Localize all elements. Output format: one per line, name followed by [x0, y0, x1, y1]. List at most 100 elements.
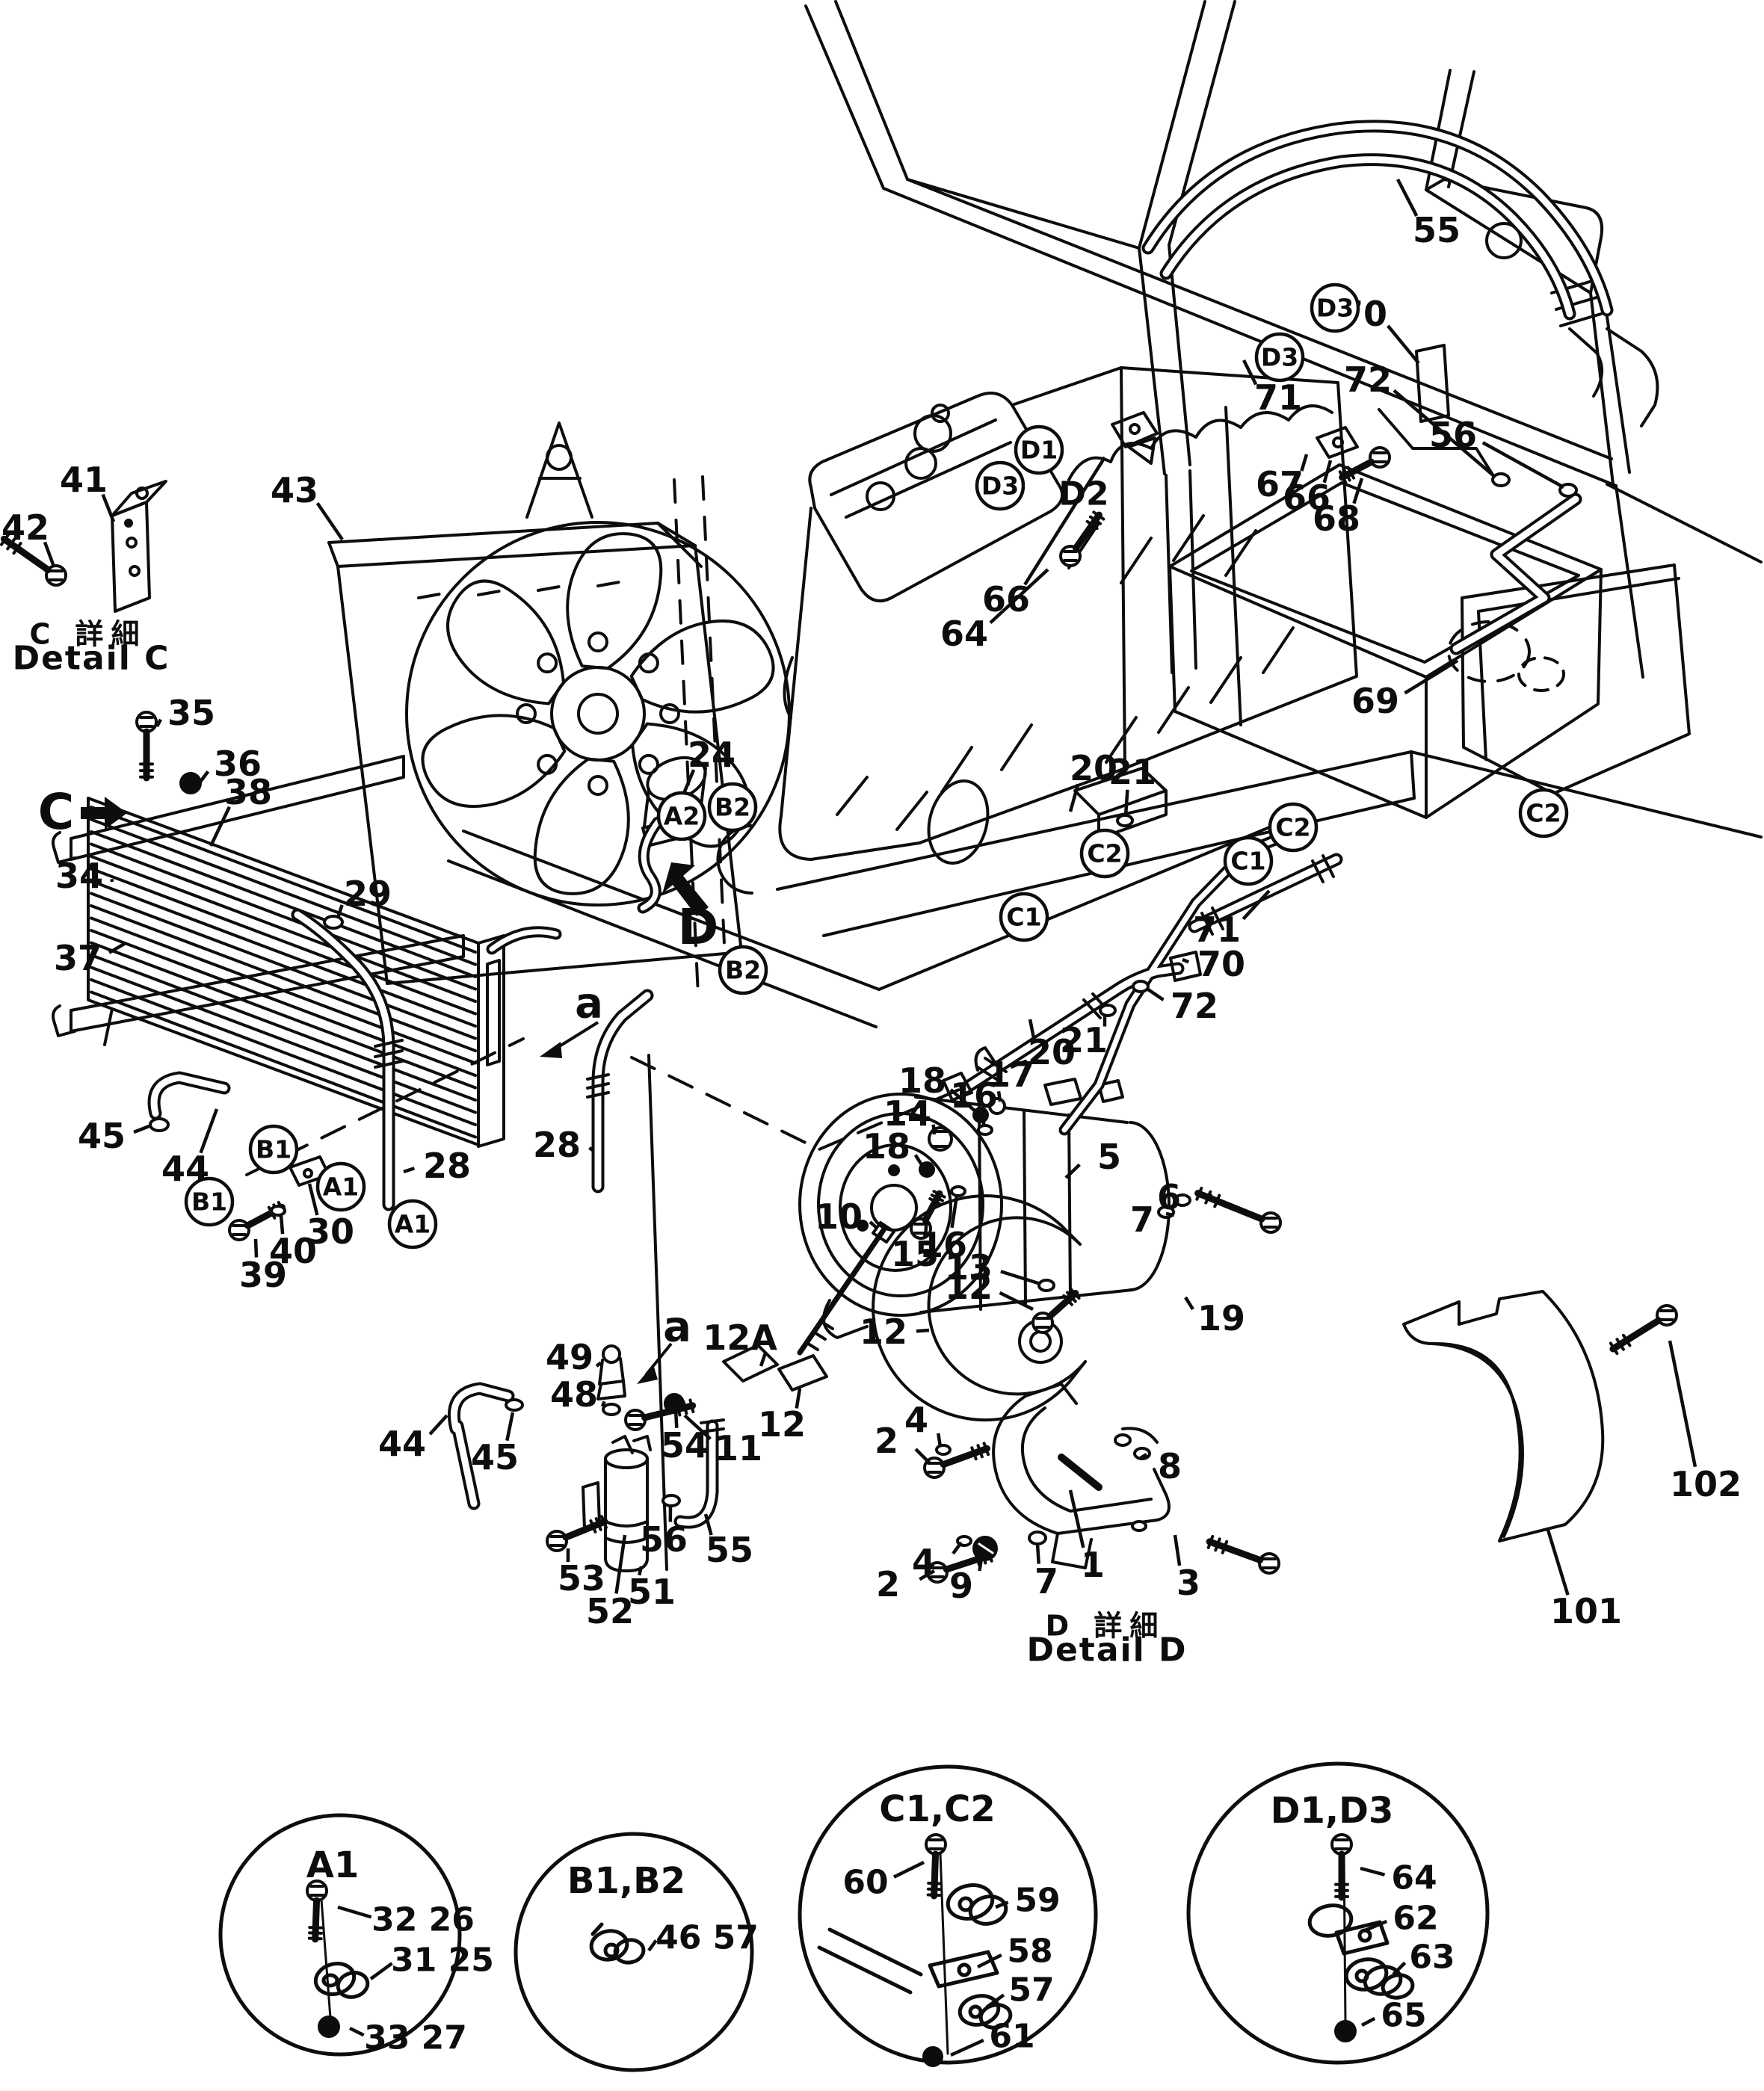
callout-leader-2	[919, 1569, 936, 1581]
position-marker-D3-15: D3	[975, 460, 1026, 511]
bolt-icon	[925, 1833, 947, 1900]
callout-leader-12A	[759, 1351, 768, 1367]
callout-leader-13	[1000, 1270, 1041, 1286]
callout-leader-8	[1139, 1453, 1148, 1460]
callout-leader-21	[1123, 789, 1129, 817]
frame-rails	[245, 750, 1763, 1571]
part-callout-5-45: 5	[1097, 1137, 1121, 1177]
part-callout-66-73: 66	[982, 579, 1030, 620]
detail-leader-32 26	[337, 1905, 372, 1919]
detail-view-title-C1,C2: C1,C2	[879, 1788, 995, 1830]
o-ring-icon	[950, 1185, 966, 1197]
o-ring-icon	[1131, 1520, 1147, 1532]
mount-bracket-1	[992, 1383, 1171, 1569]
part-callout-45-9: 45	[78, 1116, 126, 1156]
o-ring-icon	[323, 915, 344, 930]
callout-leader-48	[600, 1400, 606, 1407]
detail-callout-33 27-0-2: 33 27	[364, 2019, 467, 2057]
detail-callout-32 26-0-0: 32 26	[371, 1900, 475, 1939]
nut-icon	[1334, 2020, 1357, 2042]
callout-leader-19	[1184, 1296, 1194, 1311]
battery-box	[1168, 426, 1603, 819]
cap-icon	[988, 1097, 1006, 1115]
position-marker-C1-7: C1	[999, 892, 1049, 942]
part-callout-7-47: 7	[1130, 1199, 1154, 1240]
bolt-icon	[1031, 1288, 1081, 1334]
part-callout-51-24: 51	[628, 1572, 676, 1612]
detail-leader-65	[1360, 2016, 1376, 2027]
part-callout-35-3: 35	[167, 693, 215, 733]
position-marker-C2-11: C2	[1518, 788, 1569, 838]
part-callout-43-2: 43	[271, 470, 318, 510]
callout-leader-101	[1545, 1527, 1570, 1596]
detail-view-ring-C1,C2	[798, 1764, 1098, 2065]
part-callout-39-13: 39	[239, 1255, 287, 1295]
part-callout-42-1: 42	[1, 507, 49, 548]
callout-leader-35	[155, 718, 163, 728]
part-callout-56-20: 56	[640, 1519, 688, 1560]
part-callout-56-67: 56	[1429, 415, 1477, 455]
position-marker-ring	[1310, 282, 1360, 333]
detail-view-title-B1,B2: B1,B2	[567, 1860, 685, 1902]
o-ring-icon	[1491, 472, 1511, 487]
position-marker-text: B2	[715, 793, 750, 822]
bracket-d3-mid	[1111, 411, 1159, 465]
part-callout-12A-28: 12A	[703, 1318, 777, 1358]
detail-leader-59	[995, 1900, 1009, 1909]
callout-leader-4	[937, 1433, 943, 1448]
callout-leader-55	[703, 1513, 713, 1536]
o-ring-icon	[1037, 1279, 1055, 1292]
part-callout-69-71: 69	[1351, 681, 1399, 721]
position-marker-text: D3	[1261, 343, 1298, 372]
callout-leader-16	[950, 1195, 959, 1229]
part-callout-12-33: 12	[945, 1267, 993, 1307]
callout-leader-11	[683, 1414, 712, 1441]
callout-leader-44	[199, 1108, 219, 1154]
nut-icon	[919, 1161, 935, 1178]
part-callout-41-0: 41	[60, 460, 108, 500]
part-callout-13-32: 13	[945, 1247, 993, 1288]
callout-leader-68	[1352, 478, 1364, 504]
view-c-arrow	[81, 797, 127, 830]
position-marker-D1-14: D1	[1014, 424, 1064, 475]
bolt-icon	[1059, 510, 1105, 567]
detail-view-ring-A1	[218, 1813, 462, 2057]
bolt-icon	[923, 1442, 990, 1479]
detail-callout-57-2-3: 57	[1008, 1971, 1054, 2009]
part-callout-8-56: 8	[1158, 1446, 1182, 1486]
part-callout-45-26: 45	[471, 1437, 519, 1477]
position-marker-ring	[184, 1176, 235, 1227]
position-marker-A1-2: A1	[315, 1161, 366, 1212]
part-callout-16-35: 16	[919, 1225, 967, 1265]
part-callout-28-15: 28	[533, 1125, 581, 1165]
callout-leader-4	[952, 1541, 963, 1555]
position-marker-text: D3	[981, 472, 1019, 501]
o-ring-icon	[1132, 980, 1150, 993]
bolt-icon	[1206, 1534, 1280, 1575]
receiver-drier	[582, 1344, 652, 1572]
callout-leader-72	[1147, 988, 1165, 1001]
o-ring-icon	[505, 1398, 524, 1412]
callout-leader-42	[43, 541, 56, 567]
part-callout-72-62: 72	[1171, 986, 1218, 1026]
part-callout-28-14: 28	[423, 1146, 471, 1186]
part-callout-7-55: 7	[1034, 1561, 1058, 1602]
bolt-icon	[1338, 446, 1391, 484]
detail-callout-61-2-4: 61	[989, 2017, 1034, 2055]
callout-leader-3	[1173, 1534, 1182, 1566]
part-callout-24-16: 24	[688, 735, 735, 775]
o-ring-icon	[602, 1403, 621, 1416]
callout-leader-29	[336, 904, 344, 918]
detail-leader-64	[1360, 1866, 1386, 1877]
callout-leader-71	[1242, 359, 1258, 386]
part-callout-17-38: 17	[987, 1054, 1034, 1095]
callout-leader-34	[110, 878, 114, 883]
callout-labels: 4142433536383437294544304039282824494854…	[1, 178, 1742, 2057]
position-marker-text: B2	[725, 956, 761, 985]
stud-and-bracket-12a	[722, 1221, 895, 1392]
bolt-icon	[546, 1515, 608, 1552]
callout-leader-2	[914, 1448, 931, 1465]
position-marker-B2-5: B2	[707, 782, 758, 833]
